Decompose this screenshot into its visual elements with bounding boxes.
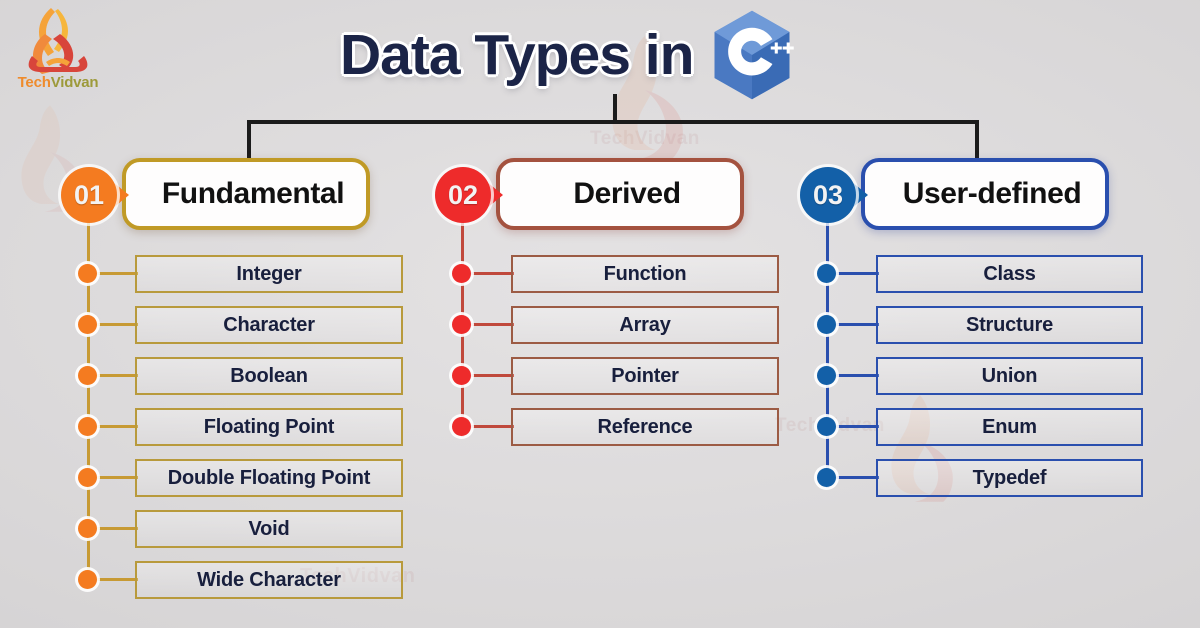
- connector-drop-left: [247, 120, 251, 158]
- list-item-label: Array: [619, 313, 671, 336]
- list-item-label: Floating Point: [203, 415, 335, 438]
- page-title-text: Data Types in: [340, 22, 694, 87]
- branch-header-label: Derived: [573, 177, 681, 210]
- branch-stub: [470, 374, 514, 377]
- branch-dot: [78, 315, 97, 334]
- list-item[interactable]: Enum: [876, 408, 1143, 446]
- list-item-label: Reference: [597, 415, 693, 438]
- branch-spine-fundamental: [87, 215, 90, 585]
- branch-header-label: Fundamental: [161, 177, 345, 210]
- branch-dot: [817, 366, 836, 385]
- branch-dot: [452, 264, 471, 283]
- list-item[interactable]: Typedef: [876, 459, 1143, 497]
- list-item[interactable]: Pointer: [511, 357, 779, 395]
- branch-dot: [817, 264, 836, 283]
- branch-stub: [96, 578, 138, 581]
- list-item-label: Typedef: [972, 466, 1047, 489]
- list-item-label: Character: [223, 313, 315, 336]
- branch-stub: [470, 425, 514, 428]
- badge-arrow-derived: [487, 182, 503, 208]
- branch-dot: [78, 570, 97, 589]
- list-item[interactable]: Function: [511, 255, 779, 293]
- branch-stub: [835, 323, 879, 326]
- branch-header-derived[interactable]: Derived: [496, 158, 744, 230]
- branch-stub: [835, 272, 879, 275]
- list-item-label: Function: [603, 262, 687, 285]
- branch-dot: [78, 519, 97, 538]
- list-item-label: Void: [248, 517, 290, 540]
- branch-dot: [817, 417, 836, 436]
- branch-stub: [96, 323, 138, 326]
- list-item-label: Pointer: [611, 364, 679, 387]
- branch-spine-userdefined: [826, 215, 829, 488]
- list-item[interactable]: Class: [876, 255, 1143, 293]
- meditating-figure-icon: [28, 8, 88, 74]
- brand-name: TechVidvan: [8, 74, 108, 91]
- branch-dot: [78, 468, 97, 487]
- badge-arrow-fundamental: [113, 182, 129, 208]
- watermark-text: TechVidvan: [590, 128, 700, 149]
- branch-stub: [96, 272, 138, 275]
- list-item[interactable]: Wide Character: [135, 561, 403, 599]
- list-item-label: Double Floating Point: [167, 466, 371, 489]
- list-item[interactable]: Boolean: [135, 357, 403, 395]
- list-item[interactable]: Double Floating Point: [135, 459, 403, 497]
- branch-dot: [78, 417, 97, 436]
- badge-arrow-userdefined: [852, 182, 868, 208]
- branch-dot: [817, 468, 836, 487]
- branch-header-userdefined[interactable]: User-defined: [861, 158, 1109, 230]
- page-title: Data Types in: [340, 10, 795, 100]
- list-item-label: Enum: [982, 415, 1037, 438]
- list-item-label: Wide Character: [197, 568, 341, 591]
- connector-drop-right: [975, 120, 979, 158]
- list-item[interactable]: Integer: [135, 255, 403, 293]
- branch-stub: [470, 323, 514, 326]
- branch-stub: [835, 476, 879, 479]
- branch-stub: [96, 476, 138, 479]
- brand-logo[interactable]: TechVidvan: [8, 8, 108, 100]
- list-item-label: Class: [983, 262, 1036, 285]
- list-item[interactable]: Union: [876, 357, 1143, 395]
- branch-header-fundamental[interactable]: Fundamental: [122, 158, 370, 230]
- branch-badge-fundamental[interactable]: 01: [61, 167, 117, 223]
- connector-drop-center: [613, 94, 617, 124]
- branch-dot: [78, 366, 97, 385]
- branch-stub: [470, 272, 514, 275]
- list-item-label: Integer: [236, 262, 302, 285]
- branch-badge-derived[interactable]: 02: [435, 167, 491, 223]
- list-item[interactable]: Void: [135, 510, 403, 548]
- list-item-label: Boolean: [230, 364, 308, 387]
- branch-dot: [452, 417, 471, 436]
- brand-name-part1: Tech: [17, 74, 51, 91]
- branch-header-label: User-defined: [902, 177, 1082, 210]
- branch-badge-userdefined[interactable]: 03: [800, 167, 856, 223]
- branch-dot: [452, 366, 471, 385]
- list-item[interactable]: Character: [135, 306, 403, 344]
- branch-dot: [78, 264, 97, 283]
- list-item[interactable]: Floating Point: [135, 408, 403, 446]
- brand-name-part2: Vidvan: [50, 74, 99, 91]
- branch-stub: [96, 425, 138, 428]
- branch-stub: [835, 374, 879, 377]
- list-item-label: Structure: [965, 313, 1054, 336]
- list-item[interactable]: Array: [511, 306, 779, 344]
- branch-stub: [96, 527, 138, 530]
- branch-dot: [817, 315, 836, 334]
- list-item-label: Union: [981, 364, 1038, 387]
- list-item[interactable]: Reference: [511, 408, 779, 446]
- branch-stub: [835, 425, 879, 428]
- cpp-hexagon-logo-icon: [714, 10, 795, 100]
- branch-stub: [96, 374, 138, 377]
- list-item[interactable]: Structure: [876, 306, 1143, 344]
- branch-dot: [452, 315, 471, 334]
